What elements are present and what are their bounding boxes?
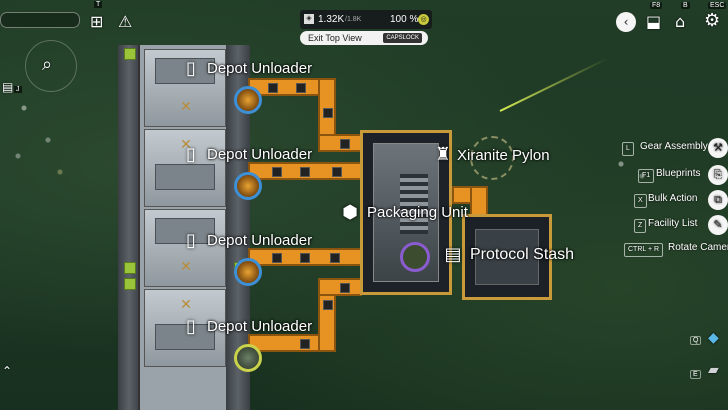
xiranite-pylon-icon: ♜ (434, 144, 452, 165)
resource-icon: ◈ (304, 14, 314, 24)
back-icon[interactable]: ‹ (616, 12, 636, 32)
menu-label: Rotate Camera (668, 242, 728, 253)
menu-label: Blueprints (656, 168, 701, 179)
item-slot-q-icon[interactable]: ◆ (708, 330, 719, 346)
depot-unloader-icon: ▯ (186, 316, 196, 337)
camera-icon[interactable]: ⬓ (646, 12, 662, 31)
log-icon[interactable]: ▤ (2, 80, 14, 94)
menu-key: X (634, 194, 647, 208)
network-icon[interactable]: ⊞ (90, 12, 104, 31)
hazard-icon[interactable]: ⚠ (118, 12, 133, 31)
percent-value: 100 % (390, 14, 419, 25)
depot-marker (124, 262, 136, 274)
key-hint-e: E (690, 370, 701, 379)
grass-flowers-right (600, 140, 670, 200)
unloader-port[interactable] (234, 258, 262, 286)
key-hint-j: J (14, 86, 22, 93)
xiranite-pylon-label: Xiranite Pylon (457, 147, 550, 164)
belt-item (323, 108, 333, 118)
exit-key-hint: CAPSLOCK (383, 33, 422, 43)
menu-facility-list[interactable]: Z Facility List ✎ (634, 215, 728, 235)
depot-rail-left (118, 45, 140, 410)
belt-item (300, 339, 310, 349)
resource-value: 1.32K (318, 14, 345, 25)
protocol-stash-icon: ▤ (444, 244, 462, 265)
depot-unloader-icon: ▯ (186, 58, 196, 79)
packaging-unit[interactable] (360, 130, 452, 295)
unloader-port[interactable] (234, 344, 262, 372)
belt-item (296, 83, 306, 93)
packaging-core (400, 242, 430, 272)
belt-item (300, 167, 310, 177)
key-hint-t: T (94, 1, 103, 8)
depot-marker (124, 48, 136, 60)
key-hint-b: B (681, 2, 690, 9)
build-icon[interactable]: ⌂ (675, 12, 686, 31)
search-bar[interactable] (0, 12, 80, 28)
belt-item (268, 83, 278, 93)
depot-tile: ✕ (144, 209, 226, 287)
menu-key: F1 (638, 169, 655, 183)
belt-item (332, 167, 342, 177)
exit-top-view-label: Exit Top View (308, 33, 362, 43)
depot-unloader-label: Depot Unloader (207, 60, 313, 77)
item-slot-e-icon[interactable]: ▰ (708, 362, 719, 378)
belt-item (272, 253, 282, 263)
menu-key: L (622, 142, 634, 156)
depot-unloader-label: Depot Unloader (207, 146, 313, 163)
menu-gear-assembly[interactable]: L Gear Assembly ⚒ (618, 138, 728, 158)
belt-item (330, 253, 340, 263)
depot-tile: ✕ (144, 49, 226, 127)
packaging-unit-label: Packaging Unit (367, 204, 468, 221)
menu-key: CTRL + R (624, 243, 664, 257)
key-hint-esc: ESC (708, 2, 727, 9)
expand-up-icon[interactable]: ⌃ (2, 364, 13, 378)
depot-column: ✕ ✕ ✕ ✕ (138, 45, 232, 410)
xiranite-pylon[interactable] (470, 136, 514, 180)
resource-bar: ◈ 1.32K /1.8K 100 % ◎ (300, 10, 432, 29)
exit-top-view-button[interactable]: Exit Top View CAPSLOCK (300, 31, 428, 45)
depot-tile: ✕ (144, 129, 226, 207)
depot-unloader-label: Depot Unloader (207, 232, 313, 249)
unloader-port[interactable] (234, 172, 262, 200)
menu-label: Facility List (648, 218, 698, 229)
belt-item (340, 283, 350, 293)
depot-unloader-icon: ▯ (186, 144, 196, 165)
blueprints-icon: ⎘ (708, 165, 728, 185)
menu-key: Z (634, 219, 647, 233)
belt-item (323, 300, 333, 310)
settings-gear-icon[interactable]: ⚙ (704, 10, 721, 31)
depot-unloader-icon: ▯ (186, 230, 196, 251)
protocol-stash[interactable] (462, 214, 552, 300)
key-hint-q: Q (690, 336, 702, 345)
minimap-ring (25, 40, 77, 92)
key-hint-f8: F8 (650, 2, 663, 9)
gear-assembly-icon: ⚒ (708, 138, 728, 158)
resource-cap: /1.8K (345, 16, 362, 23)
belt-item (340, 139, 350, 149)
depot-unloader-label: Depot Unloader (207, 318, 313, 335)
pylon-beam (499, 57, 609, 112)
map-search-icon[interactable]: ⌕ (42, 54, 53, 75)
protocol-stash-label: Protocol Stash (470, 246, 575, 263)
packaging-unit-icon: ⬢ (342, 202, 358, 223)
belt-item (300, 253, 310, 263)
menu-blueprints[interactable]: F1 Blueprints ⎘ (638, 165, 728, 185)
belt-item (272, 167, 282, 177)
menu-bulk-action[interactable]: X Bulk Action ⧉ (634, 190, 728, 210)
menu-label: Gear Assembly (640, 141, 708, 152)
packaging-roller (400, 174, 428, 234)
facility-list-icon: ✎ (708, 215, 728, 235)
unloader-port[interactable] (234, 86, 262, 114)
depot-tile: ✕ (144, 289, 226, 367)
bulk-action-icon: ⧉ (708, 190, 728, 210)
depot-marker (124, 278, 136, 290)
menu-label: Bulk Action (648, 193, 698, 204)
currency-icon: ◎ (418, 14, 429, 25)
menu-rotate-camera[interactable]: CTRL + R Rotate Camera (624, 239, 728, 259)
